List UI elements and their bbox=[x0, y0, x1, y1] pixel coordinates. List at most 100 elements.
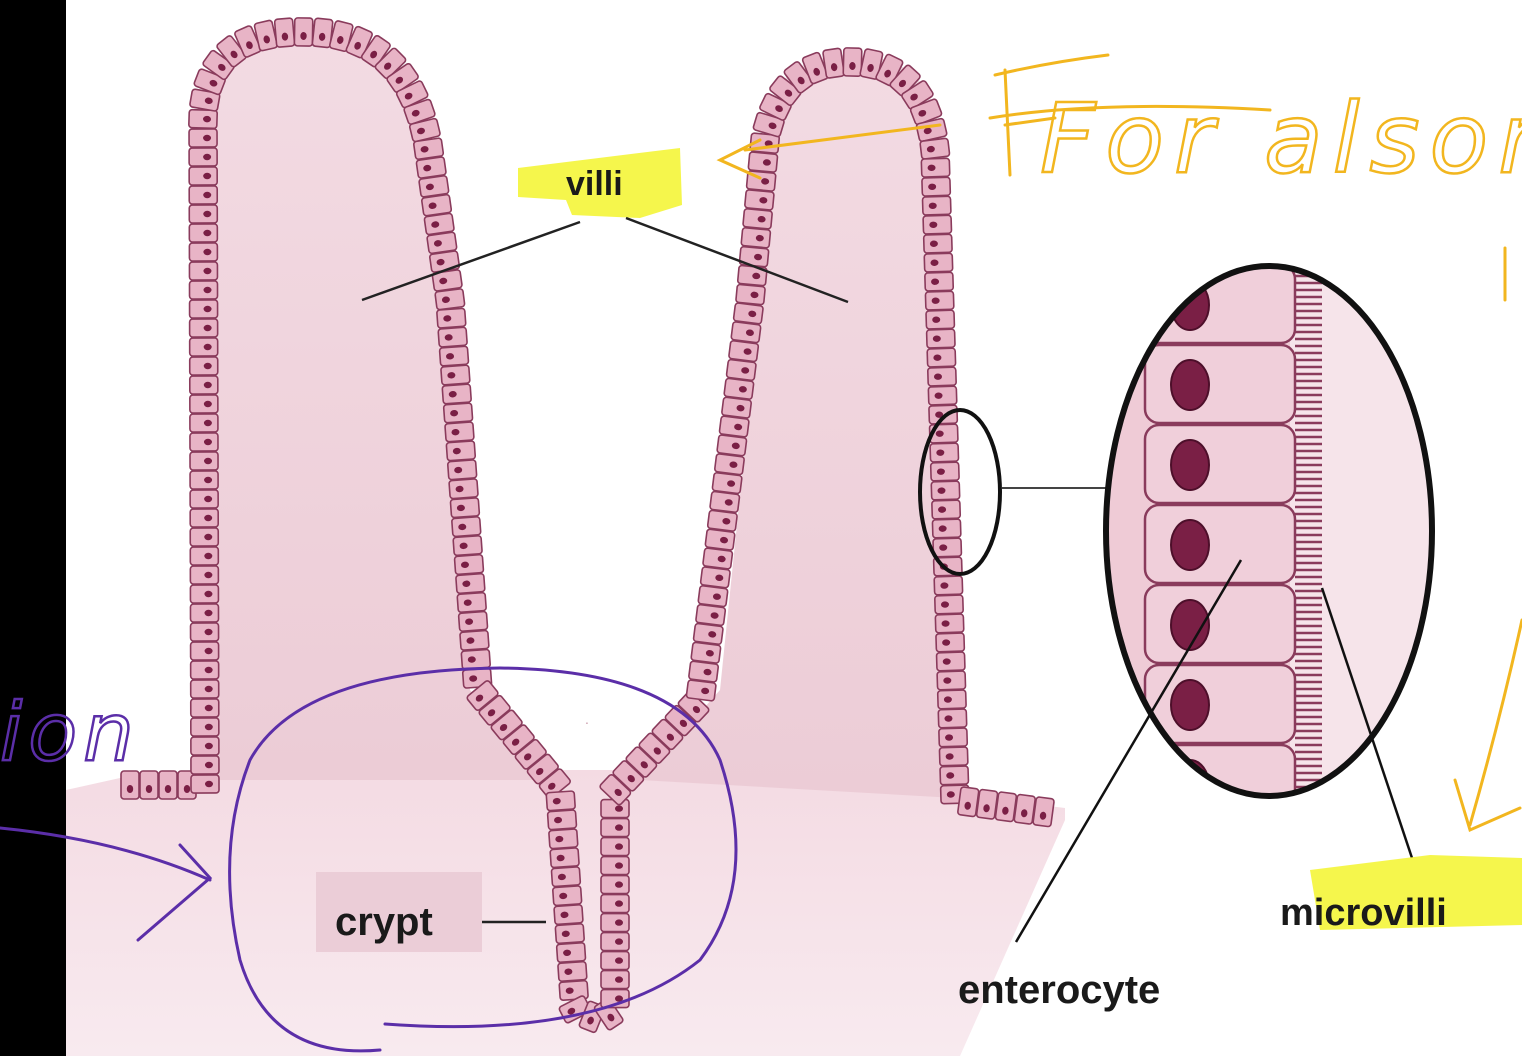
epithelial-cell bbox=[736, 284, 766, 305]
epithelial-cell bbox=[190, 433, 218, 451]
epithelial-cell bbox=[601, 971, 629, 989]
epithelial-cell bbox=[456, 573, 485, 593]
epithelial-cell bbox=[189, 167, 217, 185]
epithelial-cell bbox=[938, 690, 967, 709]
epithelial-cell bbox=[1033, 797, 1055, 827]
epithelial-cell bbox=[601, 952, 629, 970]
epithelial-cell bbox=[717, 435, 747, 456]
epithelial-cell bbox=[190, 376, 218, 394]
epithelial-cell bbox=[705, 529, 735, 550]
epithelial-cell bbox=[190, 585, 218, 603]
epithelial-cell bbox=[601, 933, 629, 951]
epithelial-cell bbox=[686, 680, 716, 701]
epithelial-cell bbox=[189, 148, 217, 166]
epithelial-cell bbox=[190, 471, 218, 489]
epithelial-cell bbox=[424, 213, 454, 235]
small-speck: . bbox=[585, 711, 589, 727]
epithelial-cell bbox=[442, 384, 471, 404]
villi-label: villi bbox=[566, 165, 623, 203]
epithelial-cell bbox=[419, 175, 449, 197]
epithelial-cell bbox=[189, 224, 217, 242]
epithelial-cell bbox=[558, 962, 587, 982]
epithelial-cell bbox=[550, 848, 579, 868]
epithelial-cell bbox=[190, 604, 218, 622]
epithelial-cell bbox=[924, 253, 953, 272]
epithelial-cell bbox=[448, 460, 477, 480]
epithelial-cell bbox=[274, 18, 294, 47]
epithelial-cell bbox=[294, 18, 312, 46]
epithelial-cell bbox=[427, 232, 457, 254]
epithelial-cell bbox=[976, 789, 998, 819]
epithelial-cell bbox=[1014, 794, 1036, 824]
epithelial-cell bbox=[700, 567, 730, 588]
epithelial-cell bbox=[557, 943, 586, 963]
epithelial-cell bbox=[995, 792, 1017, 822]
epithelial-cell bbox=[922, 177, 951, 196]
epithelial-cell bbox=[693, 623, 723, 644]
epithelial-cell bbox=[189, 243, 217, 261]
epithelial-cell bbox=[441, 365, 470, 385]
epithelial-cell bbox=[921, 158, 950, 177]
epithelial-cell bbox=[546, 791, 575, 811]
zoom-enterocyte bbox=[1145, 665, 1295, 743]
epithelial-cell bbox=[190, 528, 218, 546]
epithelial-cell bbox=[449, 479, 478, 499]
epithelial-cell bbox=[724, 378, 754, 399]
epithelial-cell bbox=[932, 519, 961, 538]
epithelial-cell bbox=[454, 555, 483, 575]
epithelial-cell bbox=[932, 500, 961, 519]
epithelial-cell bbox=[923, 215, 952, 234]
epithelial-cell bbox=[190, 509, 218, 527]
epithelial-cell bbox=[190, 300, 218, 318]
epithelial-cell bbox=[555, 924, 584, 944]
epithelial-cell bbox=[445, 422, 474, 442]
epithelial-cell bbox=[743, 209, 773, 230]
epithelial-cell bbox=[191, 642, 219, 660]
epithelial-cell bbox=[189, 110, 218, 129]
epithelial-cell bbox=[452, 517, 481, 537]
enterocyte-label: enterocyte bbox=[958, 968, 1160, 1012]
epithelial-cell bbox=[936, 652, 965, 671]
epithelial-cell bbox=[189, 129, 217, 147]
epithelial-cell bbox=[190, 547, 218, 565]
epithelial-cell bbox=[707, 510, 737, 531]
epithelial-cell bbox=[189, 281, 217, 299]
epithelial-cell bbox=[191, 775, 219, 793]
epithelial-cell bbox=[748, 152, 778, 173]
epithelial-cell bbox=[457, 592, 486, 612]
epithelial-cell bbox=[710, 491, 740, 512]
epithelial-cell bbox=[843, 48, 862, 76]
epithelial-cell bbox=[935, 595, 964, 614]
epithelial-cell bbox=[929, 405, 958, 424]
epithelial-cell bbox=[439, 346, 468, 366]
epithelial-cell bbox=[712, 472, 742, 493]
epithelial-cell bbox=[453, 536, 482, 556]
epithelial-cell bbox=[940, 766, 969, 785]
epithelial-cell bbox=[741, 227, 771, 248]
zoom-enterocyte bbox=[1145, 425, 1295, 503]
epithelial-cell bbox=[190, 490, 218, 508]
epithelial-cell bbox=[745, 190, 775, 211]
epithelial-cell bbox=[733, 303, 763, 324]
epithelial-cell bbox=[930, 443, 959, 462]
epithelial-cell bbox=[722, 397, 752, 418]
epithelial-cell bbox=[190, 395, 218, 413]
epithelial-cell bbox=[925, 272, 954, 291]
handwritten-absorption-text: For alsorp bbox=[1040, 83, 1522, 195]
epithelial-cell bbox=[601, 914, 629, 932]
epithelial-cell bbox=[928, 386, 957, 405]
epithelial-cell bbox=[823, 48, 845, 78]
epithelial-cell bbox=[703, 548, 733, 569]
epithelial-cell bbox=[458, 611, 487, 631]
epithelial-cell bbox=[189, 186, 217, 204]
epithelial-cell bbox=[719, 416, 749, 437]
epithelial-cell bbox=[191, 718, 219, 736]
zoom-enterocyte bbox=[1145, 505, 1295, 583]
epithelial-cell bbox=[191, 756, 219, 774]
handwritten-left-fragment: ion bbox=[0, 686, 140, 779]
epithelial-cell bbox=[190, 414, 218, 432]
epithelial-cell bbox=[189, 262, 217, 280]
epithelial-cell bbox=[547, 810, 576, 830]
epithelial-cell bbox=[601, 857, 629, 875]
